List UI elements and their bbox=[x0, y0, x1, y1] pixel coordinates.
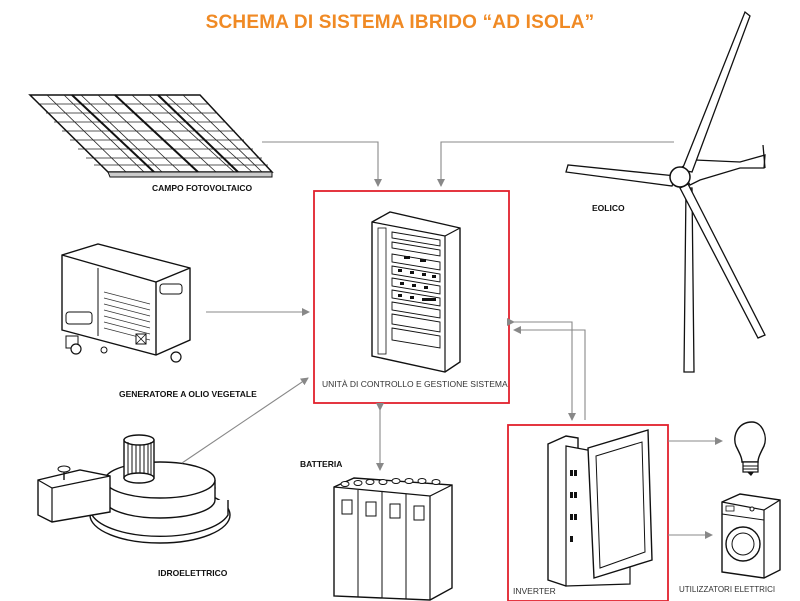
washing-machine-icon bbox=[721, 493, 781, 579]
control-unit-box bbox=[313, 190, 510, 404]
generator-icon bbox=[61, 243, 191, 363]
arrow-inverter-control-b bbox=[513, 326, 586, 420]
label-inverter: INVERTER bbox=[513, 586, 556, 596]
battery-icon bbox=[333, 477, 453, 601]
inverter-cabinet-icon bbox=[547, 429, 653, 587]
arrow-wind-to-control bbox=[437, 141, 674, 187]
label-pv: CAMPO FOTOVOLTAICO bbox=[152, 183, 253, 193]
hydro-turbine-icon bbox=[37, 434, 231, 544]
label-hydro: IDROELETTRICO bbox=[158, 568, 228, 578]
wind-turbine-icon bbox=[565, 10, 766, 373]
solar-panel-icon bbox=[28, 94, 274, 178]
inverter-box bbox=[507, 424, 669, 601]
label-control: UNITÀ DI CONTROLLO E GESTIONE SISTEMA bbox=[322, 379, 508, 389]
diagram-title: SCHEMA DI SISTEMA IBRIDO “AD ISOLA” bbox=[205, 12, 595, 33]
arrow-control-inverter-a bbox=[507, 318, 576, 421]
arrow-pv-to-control bbox=[262, 141, 382, 187]
lightbulb-icon bbox=[734, 421, 766, 476]
label-wind: EOLICO bbox=[592, 203, 625, 213]
control-rack-icon bbox=[371, 211, 461, 373]
arrow-hydro-to-control bbox=[181, 377, 309, 464]
label-battery: BATTERIA bbox=[300, 459, 343, 469]
label-generator: GENERATORE A OLIO VEGETALE bbox=[119, 389, 257, 399]
label-loads: UTILIZZATORI ELETTRICI bbox=[679, 585, 776, 594]
